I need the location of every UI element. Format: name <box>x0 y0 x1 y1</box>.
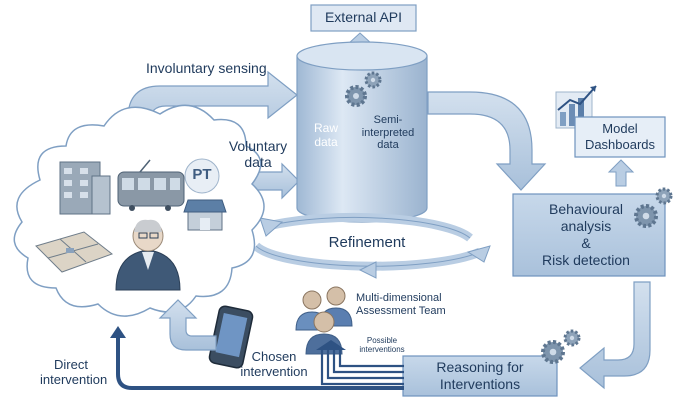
pt-label: PT <box>192 166 212 183</box>
possible-interventions-line1: Possible <box>366 336 398 345</box>
assessment-team-line2: Assessment Team <box>356 304 446 317</box>
behavioural-analysis-box <box>512 193 666 277</box>
direct-intervention-label: Direct intervention <box>40 357 108 388</box>
voluntary-data-label: Voluntary data <box>226 138 290 170</box>
gear-icon <box>541 329 581 364</box>
model-dashboards-line1: Model <box>602 121 638 137</box>
semi-interpreted-label: Semi- interpreted data <box>352 114 424 152</box>
possible-interventions-label: Possible interventions <box>356 336 408 354</box>
gear-icon <box>345 71 382 107</box>
possible-interventions-line2: interventions <box>359 345 405 355</box>
elderly-person-icon <box>115 219 181 291</box>
behavioural-line4: Risk detection <box>542 251 630 268</box>
assessment-team-label: Multi-dimensional Assessment Team <box>356 292 446 317</box>
external-api-label: External API <box>324 9 403 25</box>
involuntary-sensing-label: Involuntary sensing <box>146 60 267 76</box>
chosen-intervention-label: Chosen intervention <box>232 349 316 380</box>
smartphone-icon <box>208 305 254 369</box>
direct-intervention-arrow <box>110 326 404 390</box>
reasoning-line1: Reasoning for <box>436 359 524 376</box>
analysis-to-reasoning-arrow <box>579 281 651 390</box>
behavioural-line3: & <box>581 235 591 251</box>
possible-interventions-arrows <box>316 340 404 386</box>
behavioural-analysis-text: Behavioural analysis & Risk detection <box>513 194 659 276</box>
pt-badge <box>184 158 220 194</box>
refinement-cycle-arrow <box>252 212 491 279</box>
tram-icon <box>117 159 185 211</box>
chosen-intervention-line1: Chosen <box>251 349 297 364</box>
voluntary-data-line2: data <box>244 154 272 171</box>
refinement-label: Refinement <box>328 234 406 251</box>
shop-icon <box>183 199 227 231</box>
floorplan-icon <box>35 231 114 273</box>
reasoning-line2: Interventions <box>439 376 521 392</box>
voluntary-data-line1: Voluntary <box>228 138 288 154</box>
chosen-intervention-arrow <box>158 299 217 351</box>
external-api-box <box>310 4 417 32</box>
reasoning-box <box>402 355 558 397</box>
model-dashboards-box <box>574 116 666 158</box>
assessment-team-line1: Multi-dimensional <box>356 292 442 304</box>
model-dashboards-line2: Dashboards <box>584 137 656 152</box>
gear-icon <box>634 187 673 228</box>
raw-data-line1: Raw <box>313 121 338 135</box>
cylinder-to-analysis-arrow <box>427 91 547 191</box>
behavioural-line1: Behavioural <box>549 201 623 218</box>
semi-interpreted-line1: Semi- <box>373 114 403 126</box>
model-dashboards-text: Model Dashboards <box>575 117 665 157</box>
assessment-team-icon <box>295 286 353 355</box>
semi-interpreted-line3: data <box>377 139 399 152</box>
data-cylinder <box>296 41 428 223</box>
reasoning-text: Reasoning for Interventions <box>403 356 557 396</box>
raw-data-line2: data <box>314 134 338 149</box>
up-arrow-to-dashboards <box>607 159 635 187</box>
direct-intervention-line1: Direct <box>54 357 88 372</box>
building-icon <box>59 161 111 215</box>
chosen-intervention-line2: intervention <box>240 363 308 379</box>
raw-data-label: Raw data <box>305 121 347 150</box>
direct-intervention-line2: intervention <box>40 371 108 387</box>
behavioural-line2: analysis <box>560 218 612 235</box>
semi-interpreted-line2: interpreted <box>361 126 415 139</box>
